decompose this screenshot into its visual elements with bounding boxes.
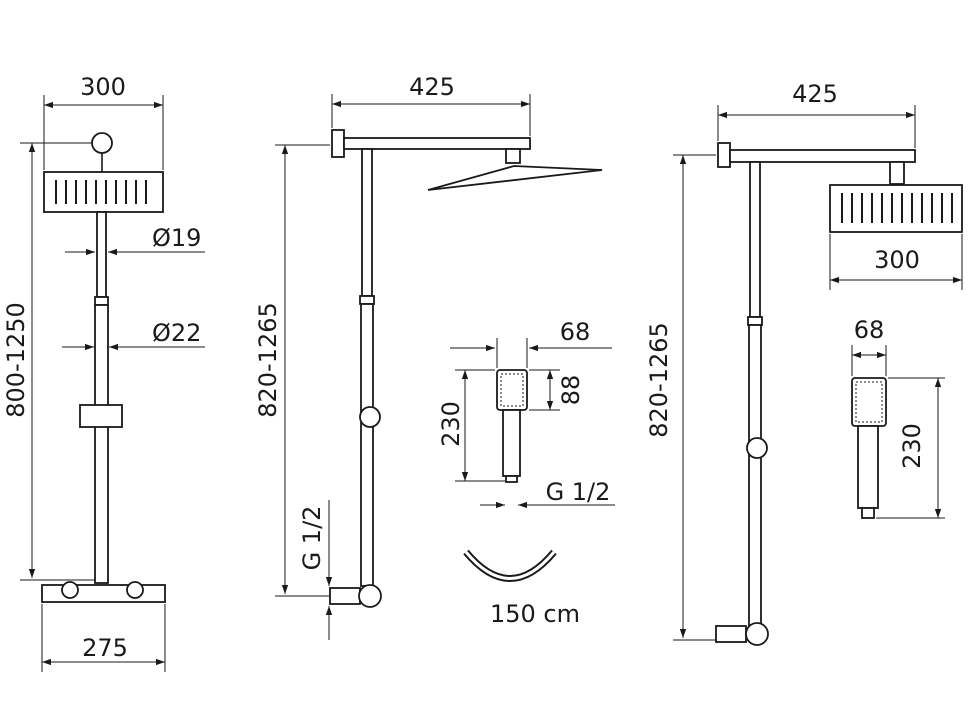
dim-head-width: 300 <box>874 246 920 274</box>
upper-pipe <box>96 211 107 298</box>
dim-hand-length: 230 <box>437 401 465 447</box>
lower-pipe <box>748 324 762 626</box>
dim-height-range: 800-1250 <box>2 302 30 418</box>
dim-head-width: 300 <box>80 73 126 101</box>
dim-hand-connection: G 1/2 <box>546 478 611 506</box>
wall-bracket <box>91 132 113 154</box>
dim-head-height: 88 <box>557 375 585 406</box>
dim-connection: G 1/2 <box>298 506 326 571</box>
thermostat-mixer <box>41 584 166 603</box>
upper-pipe <box>361 148 373 297</box>
overhead-shower-head <box>427 165 603 191</box>
dim-diameter-19: Ø19 <box>152 224 201 252</box>
hose-length-label: 150 cm <box>490 600 580 628</box>
lower-pipe <box>360 303 374 587</box>
dim-diameter-22: Ø22 <box>152 319 201 347</box>
slider-knob <box>359 406 381 428</box>
wall-plate <box>717 142 731 168</box>
perspective-view: 425 300 820-1265 68 230 <box>645 80 963 646</box>
slider-knob <box>746 437 768 459</box>
upper-pipe <box>749 161 761 318</box>
dim-hand-width: 68 <box>854 316 885 344</box>
shower-arm <box>343 137 531 150</box>
dim-arm-length: 425 <box>792 80 838 108</box>
dim-thermostat-width: 275 <box>82 634 128 662</box>
hand-shower-detail: 68 88 230 G 1/2 150 cm <box>437 318 615 628</box>
front-view: 300 Ø19 Ø22 800-1250 275 <box>2 73 205 672</box>
dim-height-range: 820-1265 <box>645 322 673 438</box>
dim-hand-length: 230 <box>898 423 926 469</box>
dim-hand-width: 68 <box>560 318 591 346</box>
wall-plate <box>331 129 345 158</box>
hand-shower-slider <box>79 404 123 428</box>
wall-connector <box>715 625 747 643</box>
lower-pipe <box>94 304 109 584</box>
hand-shower-handle <box>857 425 879 509</box>
dim-height-range: 820-1265 <box>254 302 282 418</box>
shower-arm <box>729 149 916 163</box>
hand-shower-head <box>851 377 887 427</box>
dim-arm-length: 425 <box>409 73 455 101</box>
side-view: 425 820-1265 G 1/2 <box>254 73 603 640</box>
wall-connector <box>329 587 361 605</box>
hand-shower-handle <box>502 409 521 477</box>
